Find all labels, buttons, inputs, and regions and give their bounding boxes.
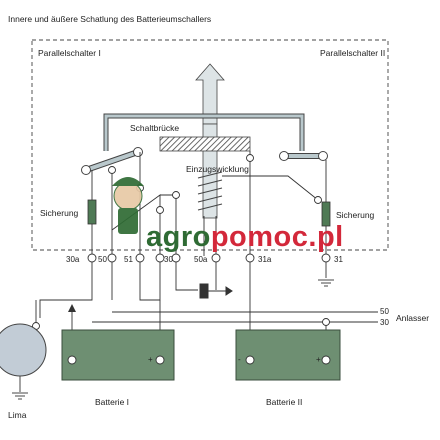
pull-in-winding	[197, 171, 223, 211]
einzugswicklung-label: Einzugswicklung	[186, 164, 249, 174]
external-wiring	[19, 262, 378, 392]
parallel-switch-2-label: Parallelschalter II	[320, 48, 385, 58]
right-fuse-label: Sicherung	[336, 210, 375, 220]
ground-symbol-lima	[12, 392, 28, 400]
watermark-text-red: pomoc.pl	[211, 221, 344, 253]
terminal-50-left: 50	[98, 255, 107, 264]
line-30-label: 30	[380, 318, 389, 327]
watermark-text: agropomoc.pl	[146, 221, 344, 253]
terminal-row	[87, 253, 331, 263]
line-junctions	[32, 318, 330, 330]
terminal-30-mid: 30	[164, 255, 173, 264]
terminal-31: 31	[334, 255, 343, 264]
alternator	[0, 323, 47, 377]
contact-bar	[159, 136, 251, 152]
battery-1	[61, 329, 175, 381]
start-switch-symbol	[199, 283, 233, 299]
diagram-title: Innere und äußere Schatlung des Batterie…	[8, 14, 211, 24]
switch-housing	[31, 39, 389, 251]
line-50-label: 50	[380, 307, 389, 316]
terminal-31a: 31a	[258, 255, 272, 264]
terminal-30a-left: 30a	[66, 255, 80, 264]
current-arrow	[68, 304, 76, 312]
terminal-51: 51	[124, 255, 133, 264]
left-fuse-label: Sicherung	[40, 208, 79, 218]
battery-2-label: Batterie II	[266, 397, 302, 407]
schaltbruecke-label: Schaltbrücke	[130, 123, 179, 133]
terminal-50a: 50a	[194, 255, 208, 264]
battery-2-plus: +	[316, 355, 321, 364]
watermark-logo	[112, 177, 144, 234]
battery-1-label: Batterie I	[95, 397, 129, 407]
parallel-switch-1-label: Parallelschalter I	[38, 48, 101, 58]
battery-1-plus: +	[148, 355, 153, 364]
right-fuse	[321, 201, 331, 227]
battery-2	[235, 329, 341, 381]
anlasser-label: Anlasser	[396, 313, 429, 323]
internal-wiring	[91, 151, 327, 256]
lima-label: Lima	[8, 410, 27, 420]
left-fuse	[87, 199, 97, 225]
battery-2-minus: -	[238, 355, 241, 364]
ground-symbol-31	[318, 279, 334, 287]
watermark-text-dark: agro	[146, 221, 211, 253]
